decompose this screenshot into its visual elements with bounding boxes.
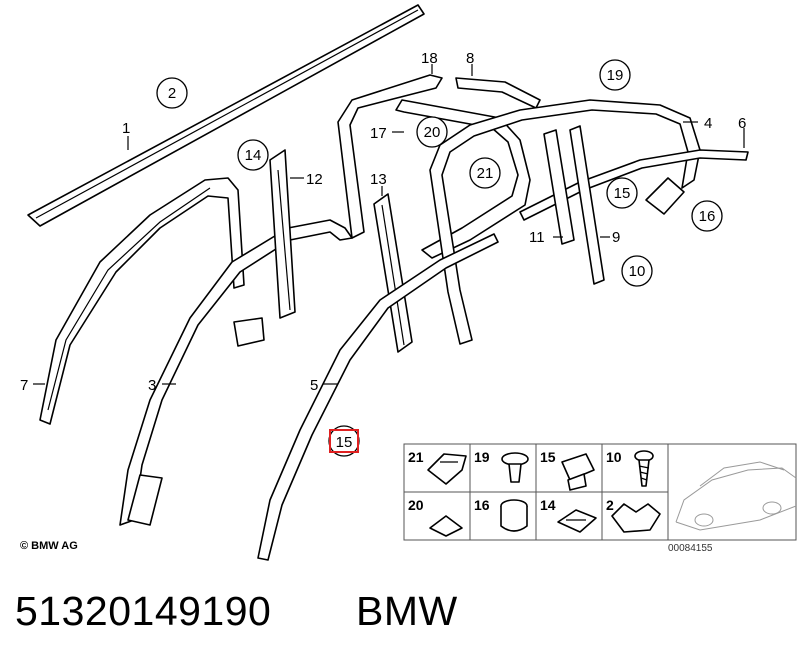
strip-2-icon[interactable] bbox=[611, 503, 661, 533]
label-11: 11 bbox=[529, 229, 545, 246]
svg-text:2: 2 bbox=[168, 85, 176, 102]
label-18: 18 bbox=[421, 50, 438, 67]
svg-text:20: 20 bbox=[424, 124, 441, 141]
clip-14-icon[interactable] bbox=[557, 509, 597, 533]
label-13: 13 bbox=[370, 171, 387, 188]
clip-21-icon[interactable] bbox=[427, 453, 467, 485]
svg-text:21: 21 bbox=[477, 165, 494, 182]
part-12-b-pillar[interactable] bbox=[269, 149, 296, 319]
brand-name: BMW bbox=[356, 588, 458, 634]
fastener-grid bbox=[403, 443, 797, 541]
part-14-bracket[interactable] bbox=[233, 317, 265, 347]
label-9: 9 bbox=[612, 229, 620, 246]
svg-text:15: 15 bbox=[336, 434, 353, 451]
svg-text:16: 16 bbox=[699, 208, 716, 225]
part-7-pillar-trim[interactable] bbox=[39, 177, 245, 425]
push-rivet-19-icon[interactable] bbox=[501, 452, 529, 483]
callout-16: 16 bbox=[691, 200, 723, 232]
part-11-strip[interactable] bbox=[543, 129, 575, 245]
callout-15-highlighted[interactable]: 15 bbox=[328, 425, 360, 457]
label-3: 3 bbox=[148, 377, 156, 394]
callout-14: 14 bbox=[237, 139, 269, 171]
svg-text:10: 10 bbox=[629, 263, 646, 280]
label-4: 4 bbox=[704, 115, 712, 132]
part-17-window-channel[interactable] bbox=[337, 74, 531, 259]
part-8-strip[interactable] bbox=[455, 77, 541, 109]
part-4-rear-frame[interactable] bbox=[429, 99, 701, 345]
svg-text:19: 19 bbox=[607, 67, 624, 84]
grid-label-16: 16 bbox=[474, 497, 490, 513]
copyright-notice: © BMW AG bbox=[20, 540, 78, 552]
callout-15: 15 bbox=[606, 177, 638, 209]
grid-label-2: 2 bbox=[606, 497, 614, 513]
svg-text:14: 14 bbox=[245, 147, 262, 164]
pad-20-icon[interactable] bbox=[429, 515, 463, 537]
part-3-door-frame[interactable] bbox=[119, 219, 353, 526]
part-13-pillar-cover[interactable] bbox=[373, 193, 413, 353]
callout-2: 2 bbox=[156, 77, 188, 109]
car-locator-sketch bbox=[675, 461, 797, 531]
screw-10-icon[interactable] bbox=[634, 450, 654, 487]
label-8: 8 bbox=[466, 50, 474, 67]
svg-text:15: 15 bbox=[614, 185, 631, 202]
part-16-bracket[interactable] bbox=[645, 177, 685, 215]
grid-label-21: 21 bbox=[408, 449, 424, 465]
label-17: 17 bbox=[370, 125, 387, 142]
grid-label-10: 10 bbox=[606, 449, 622, 465]
grid-label-15: 15 bbox=[540, 449, 556, 465]
part-number: 51320149190 bbox=[15, 588, 272, 634]
diagram-code: 00084155 bbox=[668, 543, 713, 554]
leader-lines bbox=[33, 64, 745, 385]
part-9-strip[interactable] bbox=[569, 125, 605, 285]
callout-10: 10 bbox=[621, 255, 653, 287]
grid-label-20: 20 bbox=[408, 497, 424, 513]
grommet-16-icon[interactable] bbox=[500, 499, 528, 532]
clip-15-icon[interactable] bbox=[561, 453, 595, 491]
grid-label-19: 19 bbox=[474, 449, 490, 465]
label-5: 5 bbox=[310, 377, 318, 394]
callout-20: 20 bbox=[416, 116, 448, 148]
part-1-roof-molding[interactable] bbox=[27, 4, 425, 227]
callout-19: 19 bbox=[599, 59, 631, 91]
part-5-arch-strip[interactable] bbox=[257, 233, 499, 561]
callout-21: 21 bbox=[469, 157, 501, 189]
label-6: 6 bbox=[738, 115, 746, 132]
label-1: 1 bbox=[122, 120, 130, 137]
label-12: 12 bbox=[306, 171, 323, 188]
grid-label-14: 14 bbox=[540, 497, 556, 513]
label-7: 7 bbox=[20, 377, 28, 394]
